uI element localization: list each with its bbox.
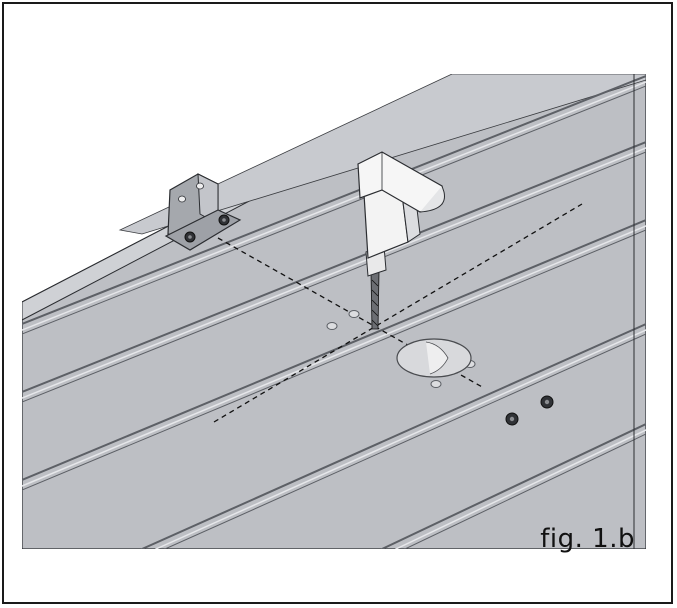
hole [348, 310, 360, 318]
roof-panel [22, 74, 646, 549]
hinge-bracket-icon [164, 173, 242, 251]
cutout-circle [396, 338, 472, 378]
hole [430, 380, 442, 388]
roof-panel-illustration [22, 74, 646, 549]
roof-panel-svg [22, 74, 646, 549]
figure-label: fig. 1.b [540, 524, 635, 554]
nut-icon [505, 395, 554, 426]
hole [326, 322, 338, 330]
panel-ribs [22, 74, 646, 549]
drill-icon [357, 151, 445, 330]
